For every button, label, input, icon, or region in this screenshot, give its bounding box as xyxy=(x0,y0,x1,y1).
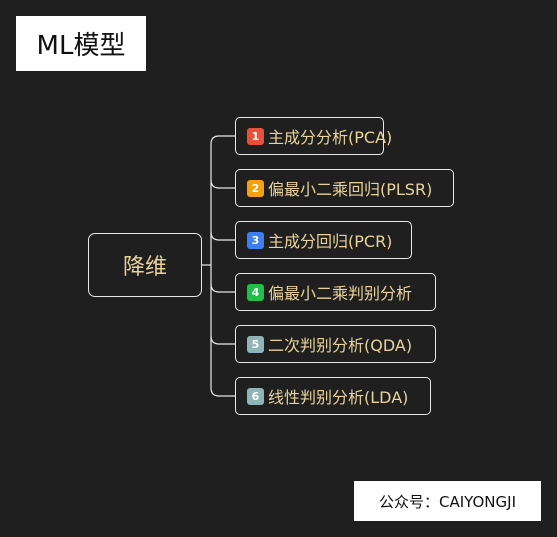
root-node-dimensionality-reduction[interactable]: 降维 xyxy=(88,233,202,297)
child-node-label: 线性判别分析(LDA) xyxy=(268,388,409,407)
child-node-lda[interactable]: 6 线性判别分析(LDA) xyxy=(235,377,431,415)
child-node-label: 主成分分析(PCA) xyxy=(268,128,393,147)
badge-6: 6 xyxy=(247,387,264,405)
child-node-label: 二次判别分析(QDA) xyxy=(268,336,413,355)
child-node-label: 偏最小二乘判别分析 xyxy=(268,284,413,303)
child-node-qda[interactable]: 5 二次判别分析(QDA) xyxy=(235,325,436,363)
child-node-pcr[interactable]: 3 主成分回归(PCR) xyxy=(235,221,412,259)
badge-3: 3 xyxy=(247,231,264,249)
root-node-label: 降维 xyxy=(122,255,167,280)
badge-2: 2 xyxy=(247,179,264,197)
badge-5: 5 xyxy=(247,335,264,353)
child-node-label: 主成分回归(PCR) xyxy=(268,232,393,251)
child-node-label: 偏最小二乘回归(PLSR) xyxy=(268,180,433,199)
badge-4: 4 xyxy=(247,283,264,301)
page-title: ML模型 xyxy=(16,16,146,71)
child-node-plsda[interactable]: 4 偏最小二乘判别分析 xyxy=(235,273,436,311)
badge-1: 1 xyxy=(247,127,264,145)
footer-watermark: 公众号：CAIYONGJI xyxy=(354,481,541,521)
child-node-plsr[interactable]: 2 偏最小二乘回归(PLSR) xyxy=(235,169,454,207)
child-node-pca[interactable]: 1 主成分分析(PCA) xyxy=(235,117,392,155)
